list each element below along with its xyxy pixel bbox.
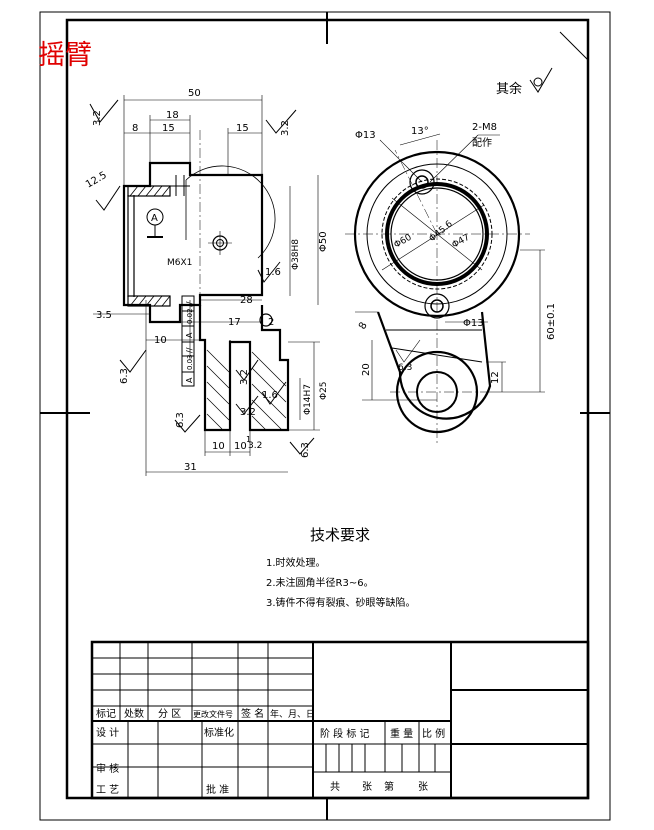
rough-6.3-c: 6.3 (300, 442, 311, 458)
side-dim-phi60: Φ60 (393, 233, 414, 251)
dim-phi25: Φ25 (319, 381, 329, 400)
dim-15-a: 15 (162, 123, 175, 134)
tb-label-mark: 标记 (96, 708, 116, 720)
dim-18: 18 (166, 110, 179, 121)
front-view-dimension-lines (93, 95, 320, 476)
tol2-sym: // (185, 347, 194, 353)
side-dim-phi45: Φ45.6 (428, 219, 455, 244)
tb-process: 工 艺 (96, 784, 119, 796)
dim-10-b: 10 (212, 441, 225, 452)
dim-15-b: 15 (236, 123, 249, 134)
tech-req-item-3: 3.铸件不得有裂痕、砂眼等缺陷。 (266, 596, 416, 609)
tech-req-item-1: 1.时效处理。 (266, 556, 326, 569)
side-dim-phi47: Φ47 (451, 233, 472, 251)
dim-phi14: Φ14H7 (303, 384, 313, 415)
tb-review: 审 核 (96, 762, 119, 775)
tb-label-zone: 分 区 (158, 708, 181, 720)
rough-12.5: 12.5 (84, 170, 109, 191)
tech-req-heading: 技术要求 (310, 526, 370, 544)
front-roughness-symbols (89, 99, 315, 455)
outer-border (39, 11, 611, 821)
dim-1: 1 (246, 435, 251, 444)
tb-stage: 阶 段 标 记 (320, 727, 370, 740)
title-block (90, 640, 590, 800)
side-dim-phi13-a: Φ13 (355, 130, 376, 141)
side-dim-20: 20 (361, 363, 372, 376)
dim-8: 8 (132, 123, 138, 134)
tb-approve: 批 准 (206, 783, 229, 796)
inner-frame (65, 18, 590, 800)
roughness-other-label: 其余 (496, 81, 522, 97)
dim-10-a: 10 (154, 335, 167, 346)
rough-3.2-e: 3.2 (248, 441, 262, 451)
dim-10-c: 10 (234, 441, 247, 452)
side-dim-6.3: 6.3 (398, 363, 412, 373)
tb-label-change-doc: 更改文件号 (193, 709, 233, 719)
tolerance-frame-2: // 0.03 A (181, 341, 195, 387)
rough-3.2-d: 3.2 (240, 407, 256, 418)
tb-label-count: 处数 (124, 707, 144, 720)
roughness-other-symbol (529, 67, 553, 93)
tb-standard: 标准化 (204, 726, 234, 739)
rough-3.2-b: 3.2 (280, 120, 291, 136)
tb-weight: 重 量 (390, 727, 413, 740)
dim-17: 17 (228, 317, 241, 328)
rough-1.6-b: 1.6 (262, 390, 278, 401)
dim-phi38: Φ38H8 (291, 239, 301, 270)
side-dim-phi13-b: Φ13 (463, 318, 484, 329)
datum-a: A (151, 213, 158, 224)
dim-28: 28 (240, 295, 253, 306)
tol1-sym: // (185, 301, 194, 307)
tol2-val: 0.03 (186, 354, 194, 370)
dim-2: 2 (268, 317, 274, 328)
dim-50: 50 (188, 88, 201, 99)
side-dim-angle13: 13° (411, 126, 429, 137)
side-dim-12: 12 (490, 371, 501, 384)
rough-3.2-a: 3.2 (92, 110, 103, 126)
tech-req-item-2: 2.未注圆角半径R3~6。 (266, 576, 374, 589)
drawing-title: 摇臂 (38, 40, 92, 71)
rough-1.6-a: 1.6 (265, 267, 281, 278)
side-view-dimension-lines (355, 133, 545, 401)
dim-thread: M6X1 (167, 258, 192, 268)
dim-31: 31 (184, 462, 197, 473)
side-dim-60tol: 60±0.1 (546, 303, 557, 340)
dim-phi50: Φ50 (318, 231, 329, 252)
tb-sheet-no: 第 (384, 780, 394, 793)
rough-6.3-b: 6.3 (175, 412, 186, 428)
tolerance-frame-1: // 0.02 A (181, 295, 195, 343)
tb-sheet-total: 共 (330, 781, 340, 793)
tb-sheet-no2: 张 (418, 781, 428, 793)
tb-label-sign: 签 名 (241, 707, 264, 720)
side-dim-hole-note: 配作 (472, 137, 492, 149)
rough-6.3-a: 6.3 (119, 368, 130, 384)
tol1-val: 0.02 (186, 308, 194, 324)
rough-3.2-c: 3.2 (239, 369, 250, 385)
tb-scale: 比 例 (422, 727, 445, 740)
orientation-mark (559, 31, 589, 61)
side-dim-8: 8 (357, 320, 370, 331)
tb-design: 设 计 (96, 726, 119, 739)
tol2-ref: A (185, 377, 194, 383)
tb-label-date: 年、月、日 (270, 708, 315, 720)
front-view (122, 130, 290, 432)
side-dim-2m8: 2-M8 (472, 122, 497, 133)
tol1-ref: A (185, 332, 194, 338)
tb-sheet-count: 张 (362, 781, 372, 793)
dim-3.5: 3.5 (96, 310, 112, 321)
side-view (345, 140, 530, 445)
